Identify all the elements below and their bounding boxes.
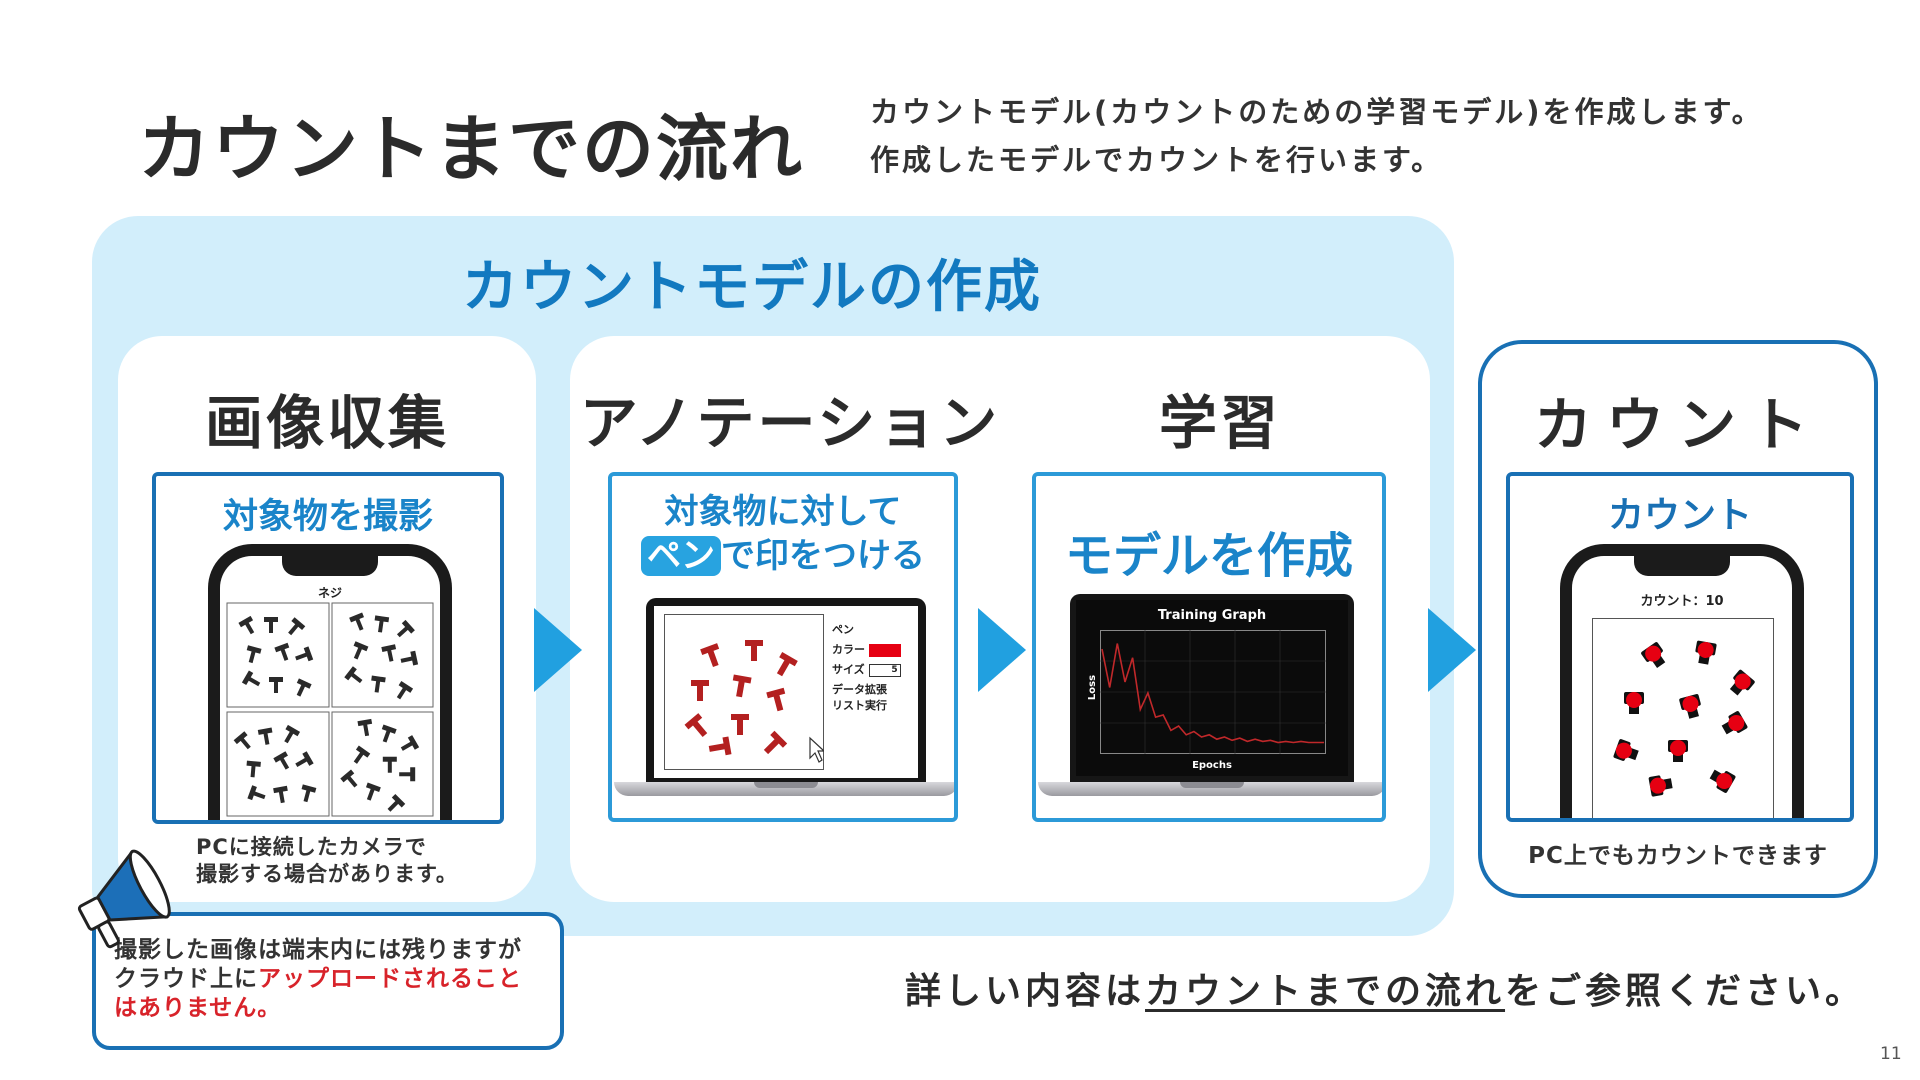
tool-color-label: カラー xyxy=(832,643,865,656)
tool-color-row: カラー xyxy=(832,640,916,660)
description-line-2: 作成したモデルでカウントを行います。 xyxy=(870,143,1444,177)
tool-augment-label[interactable]: データ拡張 xyxy=(832,683,887,696)
loss-curve xyxy=(1101,643,1324,744)
tool-pen-label: ペン xyxy=(832,623,854,636)
training-stage-title: 学習 xyxy=(1158,389,1281,457)
description-line-1: カウントモデル(カウントのための学習モデル)を作成します。 xyxy=(870,95,1764,129)
notice-highlight1: アップロードされること xyxy=(258,966,522,992)
collect-card-label: 対象物を撮影 xyxy=(222,497,433,537)
phone-screen: ネジ xyxy=(220,556,440,820)
pen-highlight: ペン xyxy=(641,536,721,576)
count-note: PC上でもカウントできます xyxy=(1528,843,1828,869)
arrow-right-icon xyxy=(978,608,1026,692)
graph-ylabel: Loss xyxy=(1087,674,1099,701)
loss-chart xyxy=(1100,630,1326,754)
reference-prefix: 詳しい内容は xyxy=(905,971,1146,1012)
flow-arrow-3 xyxy=(1428,608,1476,692)
arrow-right-icon xyxy=(534,608,582,692)
page-title: カウントまでの流れ xyxy=(138,107,805,191)
phone-notch xyxy=(1634,556,1730,576)
annotation-label-rest: で印をつける xyxy=(721,536,925,576)
phone-screen: カウント：10 xyxy=(1572,556,1792,818)
size-input[interactable]: 5 xyxy=(868,663,901,677)
annotation-stage-title: アノテーション xyxy=(579,389,1001,457)
privacy-notice-box xyxy=(92,912,564,1050)
graph-title: Training Graph xyxy=(1157,608,1267,623)
training-card: モデルを作成 Training Graph Loss Epochs xyxy=(1032,472,1386,822)
laptop-base xyxy=(1038,782,1382,796)
collect-note: PCに接続したカメラで 撮影する場合があります。 xyxy=(196,834,458,888)
laptop-lid: ペン カラー サイズ 5 データ拡張 リスト実行 xyxy=(646,598,926,782)
collect-card: 対象物を撮影 ネジ xyxy=(152,472,504,824)
notice-part1: 撮影した画像は端末内には残りますが xyxy=(114,937,522,963)
cursor-icon xyxy=(809,736,824,763)
laptop-screen: Training Graph Loss Epochs xyxy=(1076,600,1348,776)
collect-note-line2: 撮影する場合があります。 xyxy=(196,862,458,886)
phone-header-label: ネジ xyxy=(317,586,342,600)
tool-size-label: サイズ xyxy=(832,663,865,676)
count-stage-title: カウント xyxy=(1533,391,1822,459)
reference-line: 詳しい内容はカウントまでの流れをご参照ください。 xyxy=(905,962,1865,1014)
laptop-hinge xyxy=(754,782,818,788)
annotation-card-label: 対象物に対して ペンで印をつける xyxy=(612,490,954,578)
annotation-card: 対象物に対して ペンで印をつける xyxy=(608,472,958,822)
model-creation-title: カウントモデルの作成 xyxy=(462,255,1042,320)
arrow-right-icon xyxy=(1428,608,1476,692)
laptop-base xyxy=(614,782,954,796)
color-swatch[interactable] xyxy=(869,643,901,657)
page-number: 11 xyxy=(1880,1044,1902,1064)
reference-link[interactable]: カウントまでの流れ xyxy=(1145,971,1506,1012)
annotation-label-line2: ペンで印をつける xyxy=(612,534,954,578)
flow-arrow-1 xyxy=(534,608,582,692)
laptop-lid: Training Graph Loss Epochs xyxy=(1070,594,1354,782)
annotation-tool-panel: ペン カラー サイズ 5 データ拡張 リスト実行 xyxy=(832,620,916,716)
screw-photo-grid xyxy=(226,602,434,819)
phone-notch xyxy=(282,556,378,576)
notice-highlight2: はありません。 xyxy=(114,995,282,1021)
graph-xlabel: Epochs xyxy=(1192,760,1232,771)
count-card: カウント カウント：10 xyxy=(1506,472,1854,822)
training-card-label: モデルを作成 xyxy=(1064,528,1353,584)
detection-view xyxy=(1592,618,1774,818)
page-description: カウントモデル(カウントのための学習モデル)を作成します。 作成したモデルでカウ… xyxy=(870,88,1764,184)
collect-stage-title: 画像収集 xyxy=(204,389,449,457)
annotation-canvas xyxy=(664,614,824,770)
privacy-notice-text: 撮影した画像は端末内には残りますが クラウド上にアップロードされること はありま… xyxy=(114,936,554,1023)
tool-size-row: サイズ 5 xyxy=(832,660,916,680)
laptop-screen: ペン カラー サイズ 5 データ拡張 リスト実行 xyxy=(654,606,918,778)
laptop-hinge xyxy=(1180,782,1244,788)
flow-arrow-2 xyxy=(978,608,1026,692)
count-panel: カウント xyxy=(1478,340,1878,898)
tool-run-label[interactable]: リスト実行 xyxy=(832,699,887,712)
phone-device: ネジ xyxy=(208,544,452,820)
megaphone-icon xyxy=(77,849,171,949)
annotation-label-line1: 対象物に対して xyxy=(664,492,902,532)
notice-part2: クラウド上に xyxy=(114,966,258,992)
count-readout: カウント：10 xyxy=(1640,594,1724,609)
reference-suffix: をご参照ください。 xyxy=(1505,971,1866,1012)
phone-device: カウント：10 xyxy=(1560,544,1804,818)
count-card-label: カウント xyxy=(1607,495,1752,536)
collect-note-line1: PCに接続したカメラで xyxy=(196,835,427,859)
